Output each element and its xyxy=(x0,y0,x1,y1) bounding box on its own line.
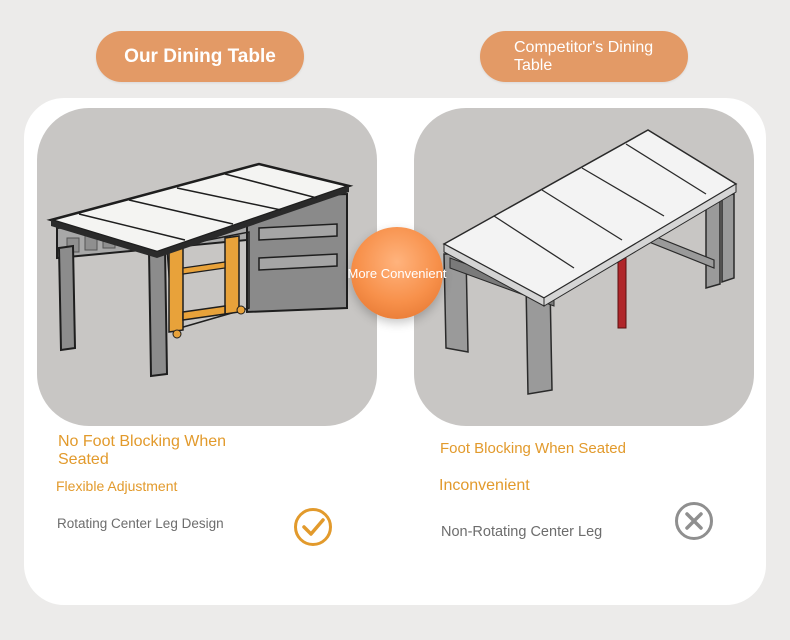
competitor-table-header: Competitor's Dining Table xyxy=(480,31,688,82)
our-table-header: Our Dining Table xyxy=(96,31,304,82)
our-table-title: Our Dining Table xyxy=(124,45,276,67)
badge-label: More Convenient xyxy=(347,265,447,281)
x-circle-icon xyxy=(673,500,715,547)
right-feature-inconvenient: Inconvenient xyxy=(439,477,530,494)
left-feature-rotating-leg: Rotating Center Leg Design xyxy=(57,516,224,531)
left-feature-no-foot-blocking: No Foot Blocking When Seated xyxy=(58,433,227,468)
right-feature-non-rotating-leg: Non-Rotating Center Leg xyxy=(441,524,603,540)
our-table-image xyxy=(37,108,377,426)
competitor-table-illustration xyxy=(442,129,738,395)
competitor-table-image xyxy=(414,108,754,426)
competitor-table-title: Competitor's Dining Table xyxy=(514,38,654,74)
our-table-illustration xyxy=(46,162,354,378)
right-feature-foot-blocking: Foot Blocking When Seated xyxy=(440,440,626,457)
check-circle-icon xyxy=(292,506,334,553)
left-feature-flexible-adjustment: Flexible Adjustment xyxy=(56,478,178,494)
more-convenient-badge: More Convenient xyxy=(348,227,447,319)
